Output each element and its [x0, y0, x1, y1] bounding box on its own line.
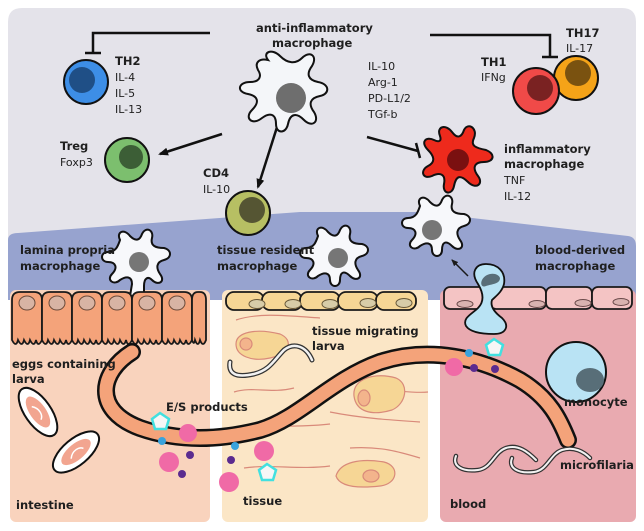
- larva-highlight: [228, 344, 314, 377]
- anti-inflammatory-title-1: anti-inflammatory: [256, 21, 373, 35]
- tissue-larva-label-1: tissue migrating: [312, 324, 419, 338]
- th2-title: TH2: [115, 54, 140, 68]
- tissue-resident-macrophage: [299, 224, 369, 287]
- anti-inflammatory-marker: IL-10: [368, 60, 395, 73]
- inflammatory-macrophage: [422, 125, 494, 194]
- inhibit-inflammatory: [366, 135, 422, 159]
- th1-marker: IFNg: [481, 71, 506, 84]
- arrow-to-treg: [158, 132, 223, 156]
- blood-derived-macrophage: [401, 194, 471, 257]
- th17-marker: IL-17: [566, 42, 593, 55]
- monocyte-label: monocyte: [564, 395, 628, 409]
- cd4-cell: [225, 190, 271, 236]
- th1-cell: [512, 67, 560, 115]
- eggs-label-1: eggs containing: [12, 357, 116, 371]
- inhibit-th2: [85, 31, 210, 55]
- blood-derived-label-1: blood-derived: [535, 243, 625, 257]
- blood-derived-label-2: macrophage: [535, 259, 616, 273]
- treg-marker: Foxp3: [60, 156, 93, 169]
- tissue-label: tissue: [243, 494, 282, 508]
- anti-inflammatory-macrophage: [239, 50, 329, 133]
- inflammatory-marker: TNF: [503, 174, 525, 187]
- cd4-marker: IL-10: [203, 183, 230, 196]
- inflammatory-title-1: inflammatory: [504, 142, 591, 156]
- arrow-monocyte-to-macrophage: [451, 259, 469, 277]
- th17-cell: [553, 55, 599, 101]
- treg-cell: [104, 137, 150, 183]
- anti-inflammatory-marker: PD-L1/2: [368, 92, 411, 105]
- arrow-to-cd4: [256, 123, 280, 189]
- eggs-label-2: larva: [12, 372, 45, 386]
- endothelium-nuclei: [456, 298, 630, 308]
- transmigrating-monocyte: [464, 263, 508, 335]
- adult-worm: [99, 345, 575, 447]
- egg-1: [17, 386, 59, 438]
- inhibit-th1-th17: [430, 33, 558, 59]
- tissue-resident-label-2: macrophage: [217, 259, 298, 273]
- tissue-epithelium-nuclei: [248, 298, 413, 309]
- es-products: [150, 337, 505, 492]
- anti-inflammatory-title-2: macrophage: [272, 36, 353, 50]
- intestine-label: intestine: [16, 498, 74, 512]
- monocyte: [545, 341, 607, 403]
- egg-2: [51, 430, 101, 474]
- inflammatory-marker: IL-12: [504, 190, 531, 203]
- anti-inflammatory-marker: Arg-1: [368, 76, 398, 89]
- th2-marker: IL-13: [115, 103, 142, 116]
- tissue-larva-label-2: larva: [312, 339, 345, 353]
- th2-marker: IL-5: [115, 87, 135, 100]
- th2-cell: [63, 59, 109, 105]
- th17-title: TH17: [566, 26, 599, 40]
- inflammatory-title-2: macrophage: [504, 157, 585, 171]
- th1-title: TH1: [481, 55, 506, 69]
- es-products-label: E/S products: [166, 400, 248, 414]
- microfilaria: [452, 444, 593, 475]
- microfilaria-label: microfilaria: [560, 458, 634, 472]
- top-panel: [8, 8, 636, 250]
- cd4-title: CD4: [203, 166, 229, 180]
- th2-marker: IL-4: [115, 71, 135, 84]
- epithelium-nuclei: [18, 295, 186, 311]
- lamina-propria-label-2: macrophage: [20, 259, 101, 273]
- lamina-propria-label-1: lamina propria: [20, 243, 115, 257]
- tissue-cells: [235, 330, 406, 488]
- treg-title: Treg: [60, 139, 88, 153]
- blood-label: blood: [450, 497, 486, 511]
- lamina-propria-macrophage: [101, 228, 171, 297]
- anti-inflammatory-marker: TGf-b: [367, 108, 397, 121]
- tissue-resident-label-1: tissue resident: [217, 243, 315, 257]
